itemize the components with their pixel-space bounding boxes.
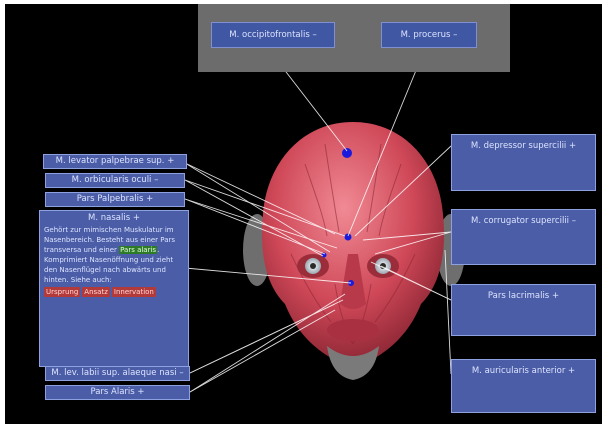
label-auricularis-anterior[interactable]: M. auricularis anterior + <box>451 359 596 413</box>
nasalis-description: Gehört zur mimischen Muskulatur im Nasen… <box>44 225 184 285</box>
auricularis-anterior-text: M. auricularis anterior + <box>452 360 595 376</box>
marker-occipitofrontalis[interactable] <box>342 148 352 158</box>
link-ansatz[interactable]: Ansatz <box>82 287 110 297</box>
nasalis-title[interactable]: M. nasalis + <box>44 213 184 224</box>
nasalis-links: Ursprung Ansatz Innervation <box>44 287 184 297</box>
pars-alaris-highlight[interactable]: Pars alaris <box>119 246 157 254</box>
link-innervation[interactable]: Innervation <box>112 287 156 297</box>
label-levator-labii[interactable]: M. lev. labii sup. alaeque nasi – <box>45 366 190 381</box>
label-corrugator-supercilii[interactable]: M. corrugator supercilii – <box>451 209 596 265</box>
label-pars-lacrimalis[interactable]: Pars lacrimalis + <box>451 284 596 336</box>
link-ursprung[interactable]: Ursprung <box>44 287 80 297</box>
label-pars-palpebralis[interactable]: Pars Palpebralis + <box>45 192 185 207</box>
label-pars-alaris[interactable]: Pars Alaris + <box>45 385 190 400</box>
label-procerus[interactable]: M. procerus – <box>381 22 477 48</box>
marker-procerus[interactable] <box>345 234 352 241</box>
corrugator-supercilii-text: M. corrugator supercilii – <box>452 210 595 226</box>
depressor-supercilii-text: M. depressor supercilii + <box>452 135 595 151</box>
nasalis-info-panel: M. nasalis + Gehört zur mimischen Muskul… <box>39 210 189 367</box>
label-levator-palpebrae[interactable]: M. levator palpebrae sup. + <box>43 154 187 169</box>
label-orbicularis-oculi[interactable]: M. orbicularis oculi – <box>45 173 185 188</box>
label-depressor-supercilii[interactable]: M. depressor supercilii + <box>451 134 596 191</box>
pars-lacrimalis-text: Pars lacrimalis + <box>452 285 595 301</box>
mouth <box>327 319 379 341</box>
viewer-canvas: M. occipitofrontalis – M. procerus – M. … <box>5 4 602 424</box>
label-occipitofrontalis[interactable]: M. occipitofrontalis – <box>211 22 335 48</box>
